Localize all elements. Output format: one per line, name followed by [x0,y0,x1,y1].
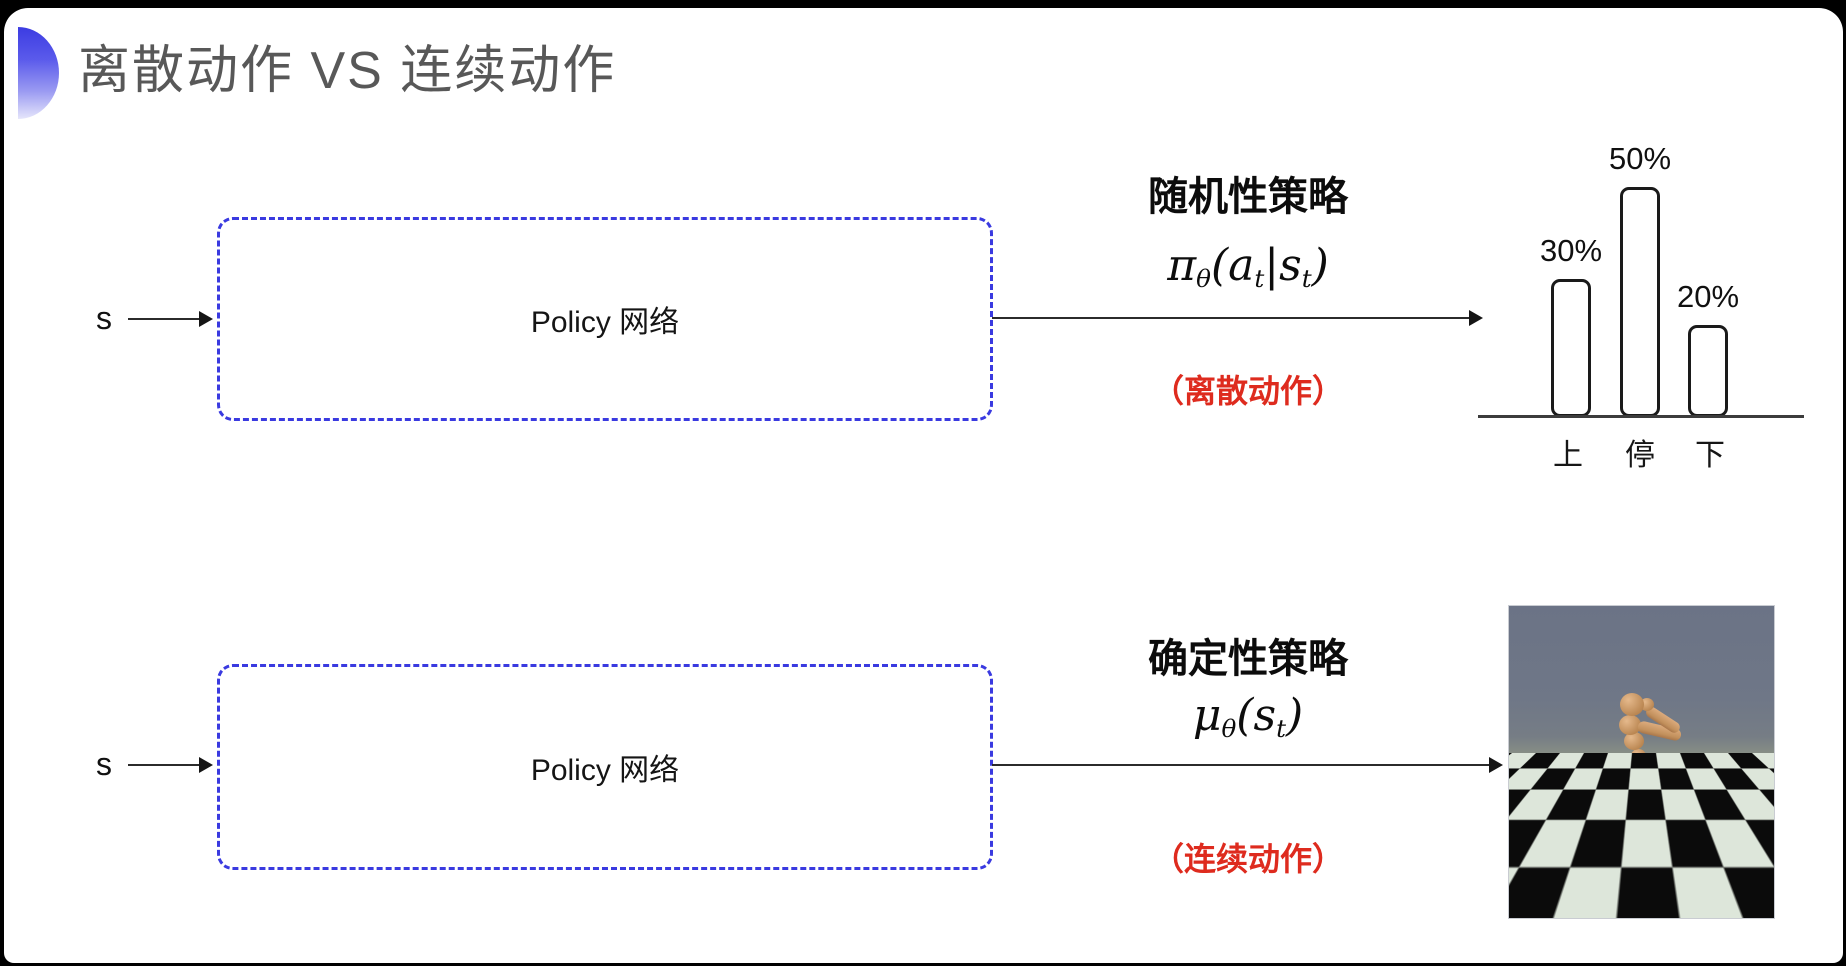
slide-canvas: 离散动作 VS 连续动作 s Policy 网络 随机性策略 πθ(at|st)… [4,8,1843,963]
arrowhead-icon [1489,757,1503,773]
output-arrow [992,310,1483,326]
formula-t-sub: t [1301,263,1312,293]
formula-s: s [1253,690,1277,741]
arrowhead-icon [1469,310,1483,326]
probability-bar [1620,187,1660,417]
action-type-note: （连续动作） [1151,841,1344,877]
policy-type-title: 随机性策略 [1148,175,1348,219]
humanoid-torso [1623,763,1647,813]
formula-pi: π [1167,240,1197,291]
policy-network-box: Policy 网络 [217,217,993,421]
action-type-note: （离散动作） [1151,373,1344,409]
bar-category-label: 上 [1553,439,1583,472]
formula-t-sub: t [1254,263,1265,293]
arrowhead-icon [199,311,213,327]
policy-type-title: 确定性策略 [1148,637,1348,681]
policy-network-label: Policy 网络 [530,754,680,787]
arrowhead-icon [199,757,213,773]
humanoid-simulation-image [1508,605,1775,919]
formula-theta-sub: θ [1221,713,1237,743]
bar-value-label: 20% [1676,279,1740,314]
state-input-label: s [96,746,112,782]
probability-bar [1688,325,1728,417]
humanoid-upper-chest [1619,715,1641,735]
humanoid-front-foot [1583,837,1600,853]
formula-close-paren: ) [1311,240,1329,291]
deterministic-policy-formula: μθ(st) [1048,690,1448,743]
slide-title: 离散动作 VS 连续动作 [78,42,617,100]
stochastic-policy-formula: πθ(at|st) [1048,240,1448,293]
humanoid-chest-segment [1624,732,1644,750]
humanoid-head [1620,693,1644,716]
action-probability-chart: 30% 50% 20% 上 停 下 [1478,104,1808,474]
formula-mu: μ [1192,690,1222,741]
bar-value-label: 30% [1539,233,1603,268]
output-arrow [992,757,1503,773]
chart-baseline-axis [1478,415,1804,418]
bar-category-label: 下 [1695,439,1725,472]
formula-open-paren: ( [1236,690,1254,741]
formula-s: s [1279,240,1302,291]
policy-network-box: Policy 网络 [217,664,993,870]
input-arrow [128,311,213,327]
state-input-label: s [96,300,112,336]
formula-a: a [1228,240,1255,291]
floor-reflection [1567,884,1697,914]
bar-category-label: 停 [1625,439,1655,472]
policy-network-label: Policy 网络 [530,306,680,339]
formula-open-paren: ( [1210,240,1229,291]
humanoid-shadow [1587,868,1699,877]
probability-bar [1551,279,1591,417]
input-arrow [128,757,213,773]
formula-close-paren: ) [1285,690,1304,741]
title-bullet-decoration [18,27,59,119]
bar-value-label: 50% [1608,141,1672,176]
formula-bar: | [1264,240,1280,291]
formula-theta-sub: θ [1196,263,1211,293]
humanoid-abdomen-segment [1631,749,1646,763]
formula-t-sub: t [1276,713,1286,743]
